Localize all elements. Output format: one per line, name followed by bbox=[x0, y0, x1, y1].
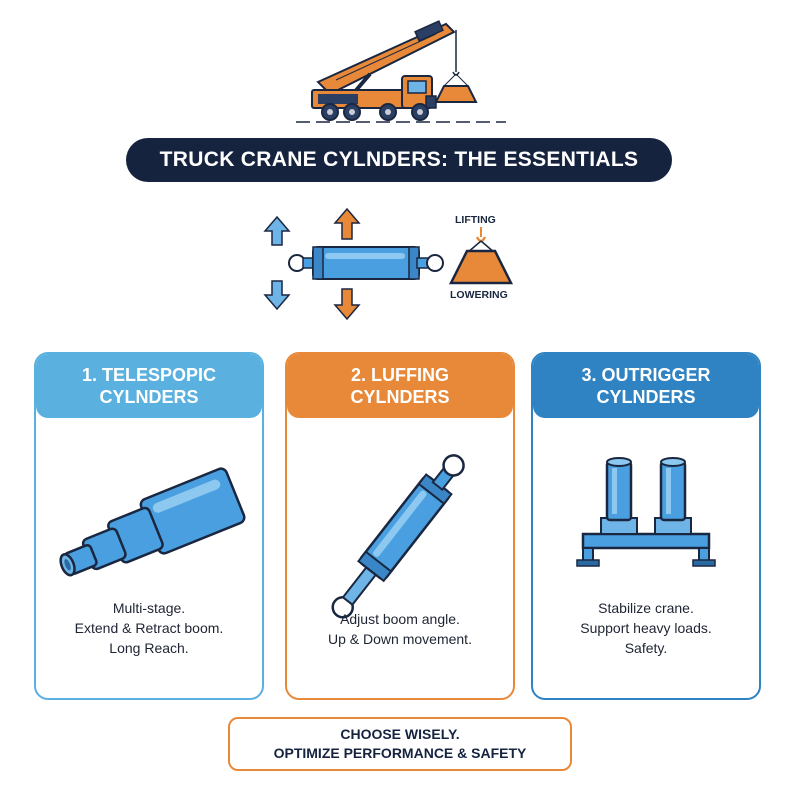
card-title-line2: CYLNDERS bbox=[596, 387, 696, 407]
footer-line2: OPTIMIZE PERFORMANCE & SAFETY bbox=[273, 745, 527, 761]
card-desc-line: Adjust boom angle. bbox=[340, 611, 460, 627]
card-desc-line: Multi-stage. bbox=[112, 600, 186, 616]
card-desc-line: Stabilize crane. bbox=[598, 600, 694, 616]
truck-crane-illustration bbox=[296, 20, 506, 123]
card-desc-line: Long Reach. bbox=[109, 640, 189, 656]
arrow-down-orange-icon bbox=[333, 288, 361, 321]
page-title: TRUCK CRANE CYLNDERS: THE ESSENTIALS bbox=[126, 138, 672, 182]
card-description: Adjust boom angle. Up & Down movement. bbox=[287, 609, 513, 649]
hydraulic-cylinder-icon bbox=[263, 207, 514, 321]
card-title-line2: CYLNDERS bbox=[350, 387, 450, 407]
arrow-up-orange-icon bbox=[333, 207, 361, 240]
card-desc-line: Safety. bbox=[624, 640, 668, 656]
card-description: Multi-stage. Extend & Retract boom. Long… bbox=[36, 598, 262, 658]
card-header: 1. TELESPOPIC CYLNDERS bbox=[36, 354, 262, 418]
card-desc-line: Support heavy loads. bbox=[580, 620, 712, 636]
card-title-line1: 1. TELESPOPIC bbox=[81, 365, 217, 385]
card-luffing-cylinders: 2. LUFFING CYLNDERS Adjust boom angle. U… bbox=[285, 352, 515, 700]
card-description: Stabilize crane. Support heavy loads. Sa… bbox=[533, 598, 759, 658]
card-header: 2. LUFFING CYLNDERS bbox=[287, 354, 513, 418]
card-title-line2: CYLNDERS bbox=[99, 387, 199, 407]
arrow-down-icon bbox=[263, 280, 291, 311]
card-title-line1: 2. LUFFING bbox=[351, 365, 449, 385]
load-hook-icon bbox=[448, 227, 514, 285]
footer-callout: CHOOSE WISELY. OPTIMIZE PERFORMANCE & SA… bbox=[228, 717, 572, 771]
lifting-label: LIFTING bbox=[455, 214, 496, 226]
card-telescopic-cylinders: 1. TELESPOPIC CYLNDERS Multi-stage. Exte… bbox=[34, 352, 264, 700]
telescopic-cylinder-icon bbox=[59, 467, 246, 577]
card-desc-line: Extend & Retract boom. bbox=[74, 620, 224, 636]
card-header: 3. OUTRIGGER CYLNDERS bbox=[533, 354, 759, 418]
outrigger-cylinder-icon bbox=[576, 457, 716, 567]
arrow-up-icon bbox=[263, 215, 291, 246]
lowering-label: LOWERING bbox=[450, 289, 508, 301]
footer-line1: CHOOSE WISELY. bbox=[340, 726, 460, 742]
card-desc-line: Up & Down movement. bbox=[328, 631, 472, 647]
card-title-line1: 3. OUTRIGGER bbox=[581, 365, 711, 385]
card-outrigger-cylinders: 3. OUTRIGGER CYLNDERS Stabilize crane. S… bbox=[531, 352, 761, 700]
luffing-cylinder-icon bbox=[331, 454, 465, 619]
cylinder-motion-diagram: LIFTING LOWERING bbox=[255, 203, 525, 323]
